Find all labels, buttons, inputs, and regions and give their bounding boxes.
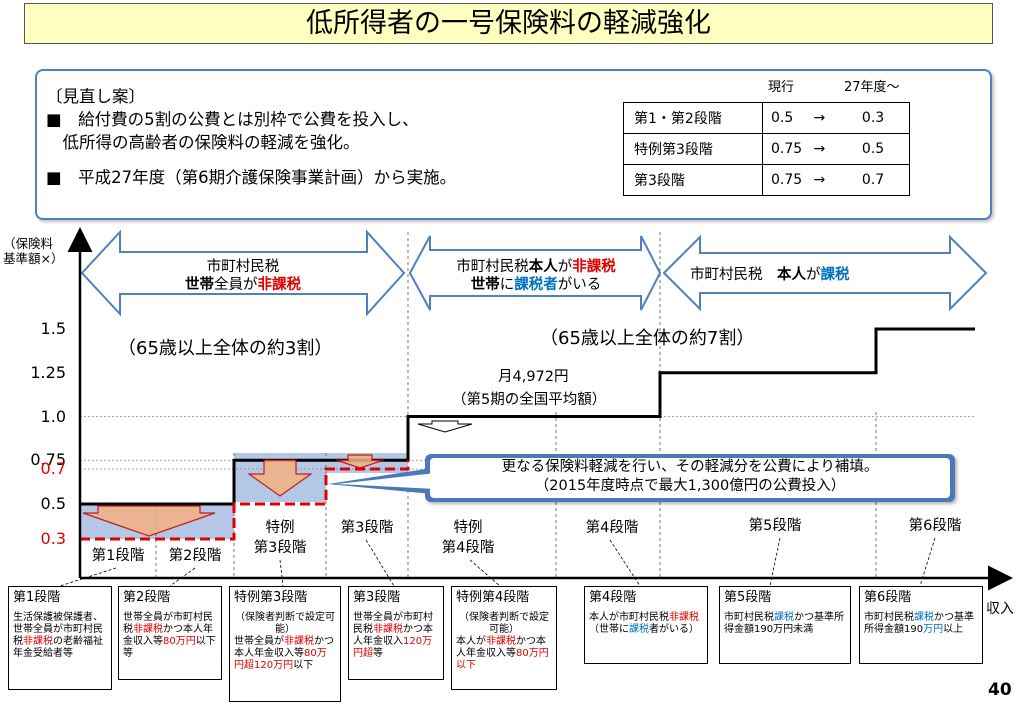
table-row: 特例第3段階 0.75 → 0.5 [623,133,910,165]
stage-box-4: 第4段階 本人が市町村民税非課税（世帯に課税者がいる） [584,586,708,664]
y-tick-label: 1.25 [30,362,66,382]
stage-box-tokurei-4: 特例第4段階 （保険者判断で設定可能） 本人が非課税かつ本人年金収入等80万円以… [451,586,557,690]
band-arrow-person-taxed [662,234,988,312]
down-arrow-icon [247,459,313,497]
down-arrow-icon [417,420,473,433]
stage-box-1: 第1段階 生活保護被保護者、世帯全員が市町村民税非課税の老齢福祉年金受給者等 [8,586,112,690]
y-tick-label: 0.7 [40,459,66,478]
y-tick-label: 1.5 [40,319,66,338]
stage-box-5: 第5段階 市町村民税課税かつ基準所得金額190万円未満 [719,586,851,664]
band-text-household-exempt: 市町村民税 世帯全員が非課税 [185,259,301,293]
leader-line [279,559,284,587]
rate-table: 第1・第2段階 0.5 → 0.3 特例第3段階 0.75 → 0.5 第3段階… [623,102,910,196]
proposal-text: 〔見直し案〕 ■ 給付費の5割の公費とは別枠で公費を投入し、 低所得の高齢者の保… [46,85,456,189]
y-tick-label: 1.0 [40,406,66,426]
rate-stage: 第3段階 [623,164,763,196]
band-text-person-taxed: 市町村民税 本人が課税 [690,267,850,283]
stage-label: 特例 第3段階 [253,520,307,556]
stage-label: 第5段階 [748,518,802,534]
proposal-line1: ■ 給付費の5割の公費とは別枠で公費を投入し、 [46,110,419,129]
rate-values: 0.75 → 0.5 [762,133,910,165]
share-label-30: （65歳以上全体の約3割） [118,338,333,359]
y-tick-label: 0.5 [40,494,66,513]
stage-label: 第4段階 [585,520,639,536]
leader-line [769,537,781,587]
stage-label: 第2段階 [168,548,222,564]
stage-box-6: 第6段階 市町村民税課税かつ基準所得金額190万円以上 [859,586,983,664]
average-note: （第5期の全国平均額） [452,392,607,408]
share-label-70: （65歳以上全体の約7割） [540,328,755,349]
leader-line [919,537,936,587]
page-title: 低所得者の一号保険料の軽減強化 [24,3,993,44]
y-axis-label: （保険料 基準額×） [3,236,64,266]
page-number: 40 [988,680,1012,700]
rate-header-new: 27年度～ [844,80,900,95]
rate-stage: 第1・第2段階 [623,102,763,134]
rate-header-current: 現行 [768,80,795,95]
stage-label: 特例 第4段階 [441,520,495,556]
band-text-person-exempt: 市町村民税本人が非課税 世帯に課税者がいる [456,259,616,293]
x-axis-label: 収入 [986,601,1014,617]
callout-text: 更なる保険料軽減を行い、その軽減分を公費により補填。 （2015年度時点で最大1… [430,458,950,498]
leader-line [365,539,395,587]
stage-label: 第1段階 [91,548,145,564]
stage-label: 第6段階 [908,518,962,534]
stage-label: 第3段階 [340,520,394,536]
y-tick-label: 0.75 [30,450,66,470]
stage-box-2: 第2段階 世帯全員が市町村民税非課税かつ本人年金収入等80万円以下等 [118,586,222,680]
band-arrow-person-exempt [408,235,662,311]
leader-line [609,539,641,587]
stage-box-3: 第3段階 世帯全員が市町村民税非課税かつ本人年金収入120万円超等 [348,586,444,680]
proposal-line2: 低所得の高齢者の保険料の軽減を強化。 [46,133,360,152]
proposal-line3: ■ 平成27年度（第6期介護保険事業計画）から実施。 [46,168,457,187]
down-arrow-icon [335,454,385,469]
y-tick-label: 0.3 [40,529,66,548]
rate-stage: 特例第3段階 [623,133,763,165]
leader-line [469,559,501,587]
band-arrow-household-exempt [80,229,406,317]
average-amount: 月4,972円 [498,369,569,385]
down-arrow-icon [82,505,216,537]
rate-values: 0.75 → 0.7 [762,164,910,196]
new-premium-step-line [80,460,410,541]
table-row: 第1・第2段階 0.5 → 0.3 [623,102,910,134]
leader-line [169,567,196,587]
stage-box-tokurei-3: 特例第3段階 （保険者判断で設定可能） 世帯全員が非課税かつ本人年金収入等80万… [229,586,341,702]
proposal-heading: 〔見直し案〕 [46,87,145,106]
table-row: 第3段階 0.75 → 0.7 [623,164,910,196]
rate-values: 0.5 → 0.3 [762,102,910,134]
